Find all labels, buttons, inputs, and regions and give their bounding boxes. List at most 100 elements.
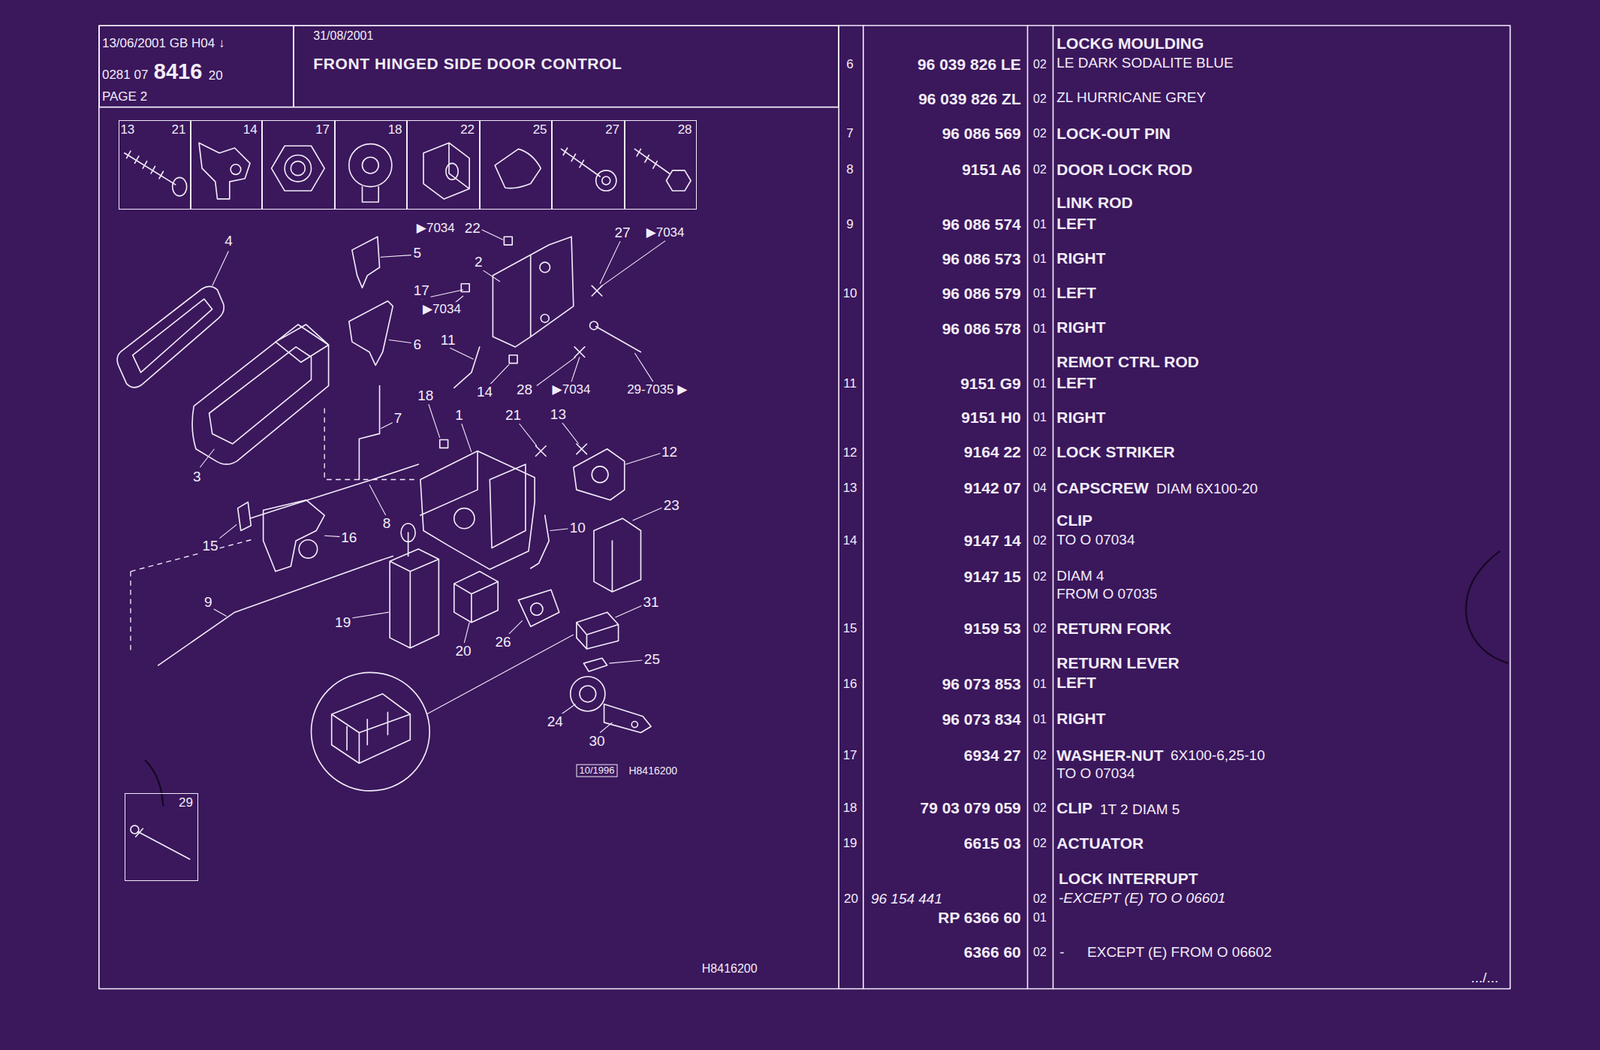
quantity: 31/08/2001 <box>311 29 375 43</box>
connector <box>331 693 411 763</box>
title: FRONT HINGED SIDE DOOR CONTROL <box>311 54 624 73</box>
icon-cell: 28 <box>624 120 697 209</box>
cell-number: 14 <box>241 123 260 139</box>
key <box>604 703 652 733</box>
description-note: 96 154 441 <box>869 890 944 907</box>
lock-out-pin <box>358 385 380 480</box>
quantity: 02 <box>1031 835 1049 850</box>
callout-number: 19 <box>333 614 353 631</box>
key <box>631 721 638 728</box>
dashed-line <box>130 407 419 653</box>
part-number: 6615 03 <box>962 834 1023 853</box>
quantity: 01 <box>1031 410 1049 425</box>
quantity: 04 <box>1031 480 1049 495</box>
quantity: 02 <box>1031 533 1049 548</box>
part-number: 96 073 834 <box>940 710 1023 729</box>
cell-number: 18 <box>386 123 404 139</box>
lock-body <box>420 451 535 570</box>
cell-number: 27 <box>603 123 621 139</box>
nut-icon <box>423 142 470 199</box>
rivet-part <box>596 326 642 353</box>
callout-number: 11 <box>439 331 458 349</box>
ref-number: 9 <box>844 216 855 233</box>
quantity: 01 <box>1031 286 1049 301</box>
cell-number: 22 <box>458 123 477 139</box>
reference-note: ▶7034 <box>421 301 463 317</box>
small-part <box>583 657 607 672</box>
clip-nut-icon <box>349 144 392 187</box>
quantity: 01 <box>1031 376 1049 391</box>
cell-number: 28 <box>676 123 694 139</box>
ref-number: 7 <box>844 126 855 142</box>
part-number: 9147 14 <box>962 531 1023 550</box>
callout-number: 14 <box>475 383 495 401</box>
ref-number: 11 <box>841 376 859 392</box>
bolt-icon <box>665 170 691 191</box>
part-number: 96 086 578 <box>940 319 1023 338</box>
header-field: 0281 07 <box>100 67 150 83</box>
callout-number: 28 <box>515 381 534 398</box>
pen-mark <box>1466 551 1509 663</box>
header-field: 20 <box>207 69 225 85</box>
leader-line <box>199 229 666 733</box>
icon-cell: 27 <box>551 120 624 209</box>
description: RIGHT <box>1054 408 1107 427</box>
part-number: 96 086 574 <box>940 215 1023 234</box>
clip-part <box>352 236 380 288</box>
callout-number: 9 <box>202 593 214 611</box>
description-note: LE DARK SODALITE BLUE <box>1054 54 1235 72</box>
reference-note: 29-7035 ▶ <box>625 382 689 398</box>
plug-icon <box>494 148 541 188</box>
screw-icon <box>560 147 600 177</box>
nut-icon <box>290 161 305 176</box>
return-fork <box>238 501 252 531</box>
icon-cell: 14 <box>190 120 263 209</box>
description: CLIP <box>1054 511 1094 530</box>
callout-number: 21 <box>503 406 523 424</box>
cell-number: 21 <box>170 123 188 139</box>
bolt-icon <box>634 148 669 174</box>
quantity: 02 <box>1031 621 1049 636</box>
nut-icon <box>271 145 326 191</box>
actuator <box>400 523 416 542</box>
description-note: 6X100-6,25-10 <box>1169 747 1267 764</box>
part-number: 9151 G9 <box>958 374 1023 393</box>
link-rod <box>158 555 394 665</box>
description-note: ZL HURRICANE GREY <box>1054 90 1208 107</box>
description: LOCK STRIKER <box>1054 442 1177 462</box>
ref-number: 17 <box>841 747 859 763</box>
door-handle <box>192 324 329 465</box>
ref-number: 15 <box>841 620 859 636</box>
washer-icon <box>602 176 611 185</box>
page-frame <box>99 25 1511 989</box>
callout-number: 20 <box>453 642 473 660</box>
clip-marker <box>509 355 518 364</box>
ref-number: 13 <box>841 480 859 496</box>
column-rule <box>1027 25 1029 989</box>
callout-number: 27 <box>612 224 632 242</box>
reference-note: ▶7034 <box>415 221 457 237</box>
clip-icon <box>230 164 242 175</box>
column-rule <box>1052 25 1055 989</box>
description: RIGHT <box>1054 318 1107 337</box>
description: LEFT <box>1054 673 1098 692</box>
description-note: - <box>1057 943 1066 961</box>
icon-cell: 1321 <box>118 120 191 209</box>
description: CAPSCREW <box>1054 479 1151 498</box>
remote-rod <box>454 346 480 388</box>
description: LOCK INTERRUPT <box>1057 869 1200 888</box>
clip-marker <box>503 236 513 245</box>
cell-number: 17 <box>313 123 332 139</box>
small-part <box>530 602 543 615</box>
part-number: 96 086 579 <box>940 284 1023 303</box>
callout-number: 4 <box>222 232 235 250</box>
quantity: 02 <box>1031 801 1049 815</box>
callout-number: 3 <box>191 468 203 486</box>
description: RIGHT <box>1054 249 1107 268</box>
description: LEFT <box>1054 214 1098 233</box>
header-field: 13/06/2001 GB H04 ↓ <box>100 36 227 52</box>
callout-number: 25 <box>642 650 662 668</box>
icon-cell: 18 <box>334 120 407 209</box>
description: RIGHT <box>1054 709 1107 728</box>
cell-number: 29 <box>177 795 195 811</box>
